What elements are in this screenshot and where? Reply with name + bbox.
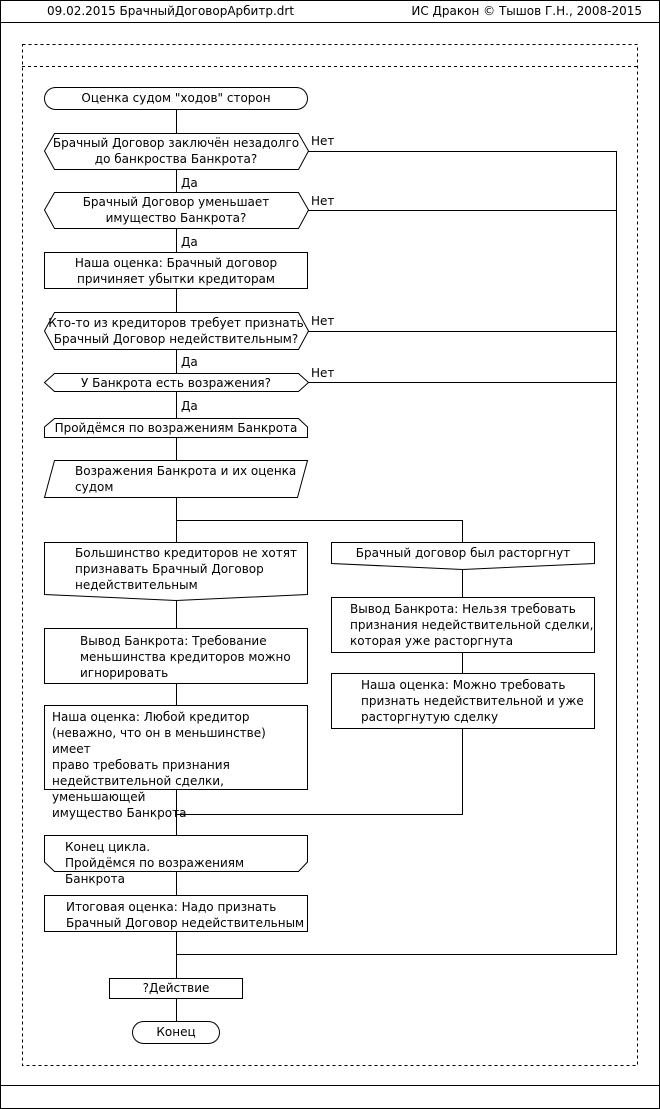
no-label-q3: Нет xyxy=(311,314,335,328)
action-2-shape xyxy=(44,628,308,684)
question-3-label: Кто-то из кредиторов требует признать Бр… xyxy=(48,316,304,346)
case-1-shape xyxy=(44,542,308,602)
no-label-q4: Нет xyxy=(311,366,335,380)
loop-start-shape xyxy=(44,418,308,438)
diagram-border xyxy=(22,44,638,1066)
case-2-shape xyxy=(331,542,595,571)
yes-label-q3: Да xyxy=(181,355,198,369)
case-2-label: Брачный договор был расторгнут xyxy=(355,546,571,560)
question-1-label: Брачный Договор заключён незадолго до ба… xyxy=(52,136,300,166)
question-3-shape xyxy=(43,312,310,350)
action-call-label: ?Действие xyxy=(142,981,210,995)
action-call-shape xyxy=(109,978,243,999)
title-terminator xyxy=(44,87,308,110)
action-4-shape xyxy=(331,597,595,653)
action-6-label: Итоговая оценка: Надо признать Брачный Д… xyxy=(66,900,305,930)
action-4-label: Вывод Банкрота: Нельзя требовать признан… xyxy=(350,602,594,648)
yes-label-q4: Да xyxy=(181,399,198,413)
loop-end-label: Конец цикла. Пройдёмся по возражениям Ба… xyxy=(65,840,245,886)
action-6-shape xyxy=(44,895,308,932)
question-2-shape xyxy=(43,192,310,229)
end-terminator xyxy=(132,1021,220,1044)
no-label-q2: Нет xyxy=(311,194,335,208)
question-4-label: У Банкрота есть возражения? xyxy=(81,376,271,390)
input-label: Возражения Банкрота и их оценка судом xyxy=(75,464,297,494)
yes-label-q2: Да xyxy=(181,235,198,249)
action-2-label: Вывод Банкрота: Требование меньшинства к… xyxy=(80,634,291,680)
title-label: Оценка судом "ходов" сторон xyxy=(81,91,271,105)
action-1-label: Наша оценка: Брачный договор причиняет у… xyxy=(74,256,278,286)
question-2-label: Брачный Договор уменьшает имущество Банк… xyxy=(82,195,270,225)
yes-label-q1: Да xyxy=(181,176,198,190)
end-label: Конец xyxy=(156,1025,196,1039)
action-3-label: Наша оценка: Любой кредитор (неважно, чт… xyxy=(52,710,266,820)
page-header: 09.02.2015 БрачныйДоговорАрбитр.drt ИС Д… xyxy=(0,0,660,22)
action-5-shape xyxy=(331,673,595,729)
loop-end-shape xyxy=(44,835,308,872)
file-date-label: 09.02.2015 БрачныйДоговорАрбитр.drt xyxy=(47,4,295,18)
loop-start-label: Пройдёмся по возражениям Банкрота xyxy=(54,421,298,435)
input-shape xyxy=(43,460,309,498)
action-3-shape xyxy=(44,705,308,790)
question-1-shape xyxy=(43,133,310,170)
action-1-shape xyxy=(44,252,308,289)
no-label-q1: Нет xyxy=(311,134,335,148)
question-4-shape xyxy=(43,373,310,392)
copyright-label: ИС Дракон © Тышов Г.Н., 2008-2015 xyxy=(411,4,642,18)
case-1-label: Большинство кредиторов не хотят признава… xyxy=(75,546,297,592)
action-5-label: Наша оценка: Можно требовать признать не… xyxy=(361,678,584,724)
